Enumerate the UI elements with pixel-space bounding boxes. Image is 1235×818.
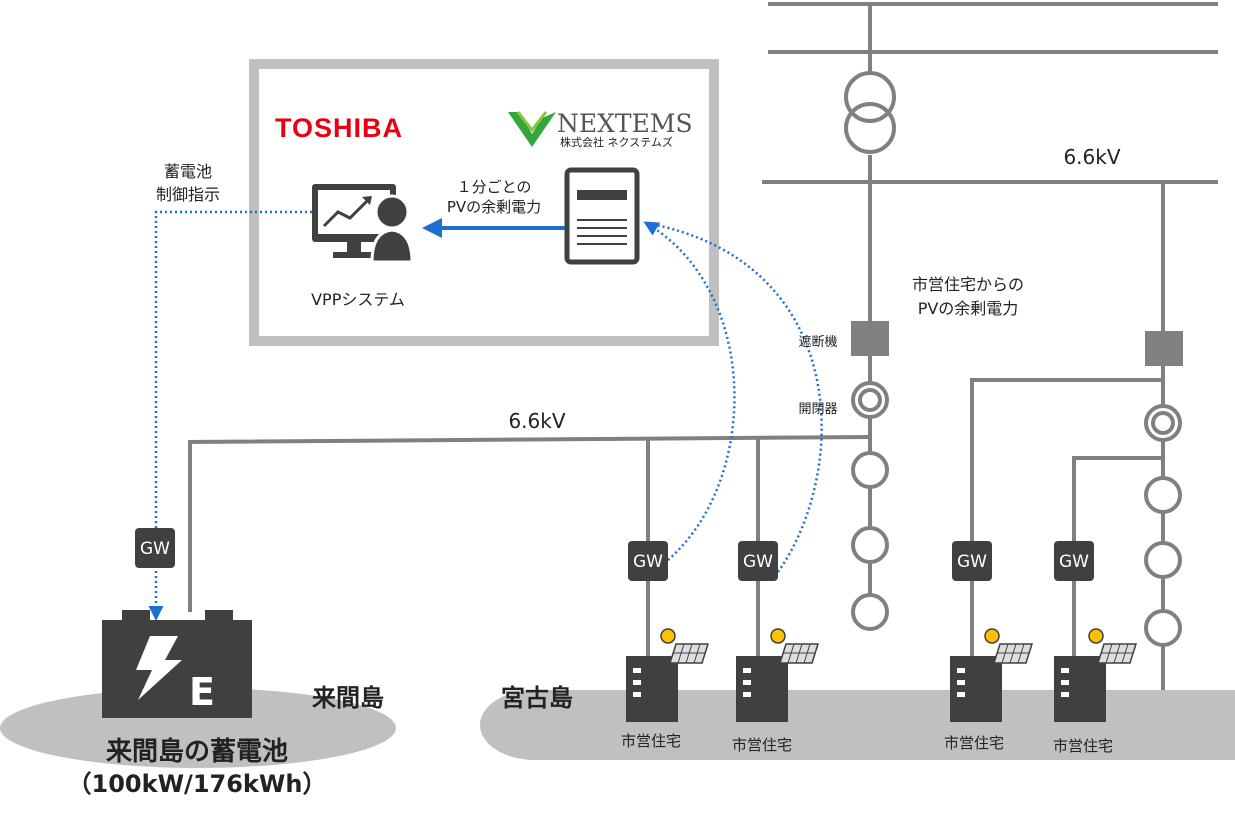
surplus-from-housing-line1: 市営住宅からの xyxy=(912,275,1024,294)
housing-label-2: 市営住宅 xyxy=(732,736,792,754)
gw-label: GW xyxy=(633,552,663,572)
gw-box-housing-3: GW xyxy=(952,541,992,581)
miyako-island-shape xyxy=(480,690,1235,760)
right-branch-lines xyxy=(970,378,1163,660)
kurima-island-shape xyxy=(0,688,396,768)
housing-label-3: 市営住宅 xyxy=(944,734,1004,752)
housing-building-1 xyxy=(626,628,710,722)
nextems-subtitle: 株式会社 ネクステムズ xyxy=(560,135,673,149)
control-command-line1: 蓄電池 xyxy=(164,162,212,181)
vpp-monitor-icon xyxy=(312,184,414,264)
switch-label: 開閉器 xyxy=(798,402,837,417)
switch-icon xyxy=(851,381,889,419)
server-icon xyxy=(564,167,640,265)
toshiba-logo: TOSHIBA xyxy=(275,113,403,143)
transformer-icon xyxy=(844,71,896,154)
solar-panel-icon xyxy=(1088,628,1138,664)
gw-data-flow xyxy=(645,221,823,573)
surplus-from-housing-line2: PVの余剰電力 xyxy=(918,299,1019,318)
gw-label: GW xyxy=(140,539,170,559)
upper-voltage-label: 6.6kV xyxy=(1063,145,1120,169)
vpp-system-label: VPPシステム xyxy=(311,290,405,309)
nextems-name: NEXTEMS xyxy=(557,109,693,138)
housing-building-2 xyxy=(736,628,820,722)
housing-label-1: 市営住宅 xyxy=(621,732,681,750)
gw-box-housing-2: GW xyxy=(738,541,778,581)
breaker-icon xyxy=(851,321,889,356)
breaker-label: 遮断機 xyxy=(798,334,837,350)
feeder-voltage-label: 6.6kV xyxy=(508,409,565,433)
load-point-icons xyxy=(851,451,1182,647)
solar-panel-icon xyxy=(984,628,1034,664)
battery-title: 来間島の蓄電池 xyxy=(106,737,288,767)
battery-icon: E xyxy=(102,610,252,718)
gw-box-housing-1: GW xyxy=(628,541,668,581)
breaker-icon xyxy=(1145,331,1183,366)
kurima-island-label: 来間島 xyxy=(312,684,384,712)
solar-panel-icon xyxy=(770,628,820,664)
housing-label-4: 市営住宅 xyxy=(1053,737,1113,755)
control-command-line2: 制御指示 xyxy=(156,185,220,204)
per-minute-surplus-line2: PVの余剰電力 xyxy=(447,198,541,216)
per-minute-surplus-line1: １分ごとの xyxy=(457,178,532,196)
switch-icon xyxy=(1144,404,1182,442)
housing-building-4 xyxy=(1054,628,1138,722)
battery-spec: （100kW/176kWh） xyxy=(68,770,327,798)
nextems-logo: NEXTEMS 株式会社 ネクステムズ xyxy=(508,109,693,149)
battery-letter: E xyxy=(189,670,215,714)
miyako-island-label: 宮古島 xyxy=(501,684,573,712)
gw-label: GW xyxy=(957,552,987,572)
gw-box-housing-4: GW xyxy=(1054,541,1094,581)
control-command-arrow xyxy=(148,210,312,621)
gw-label: GW xyxy=(1059,552,1089,572)
nextems-leaf-icon xyxy=(508,112,556,147)
solar-panel-icon xyxy=(660,628,710,664)
gw-data-flow xyxy=(643,221,736,561)
housing-building-3 xyxy=(950,628,1034,722)
gw-box-kurima: GW xyxy=(135,528,175,568)
gw-label: GW xyxy=(743,552,773,572)
